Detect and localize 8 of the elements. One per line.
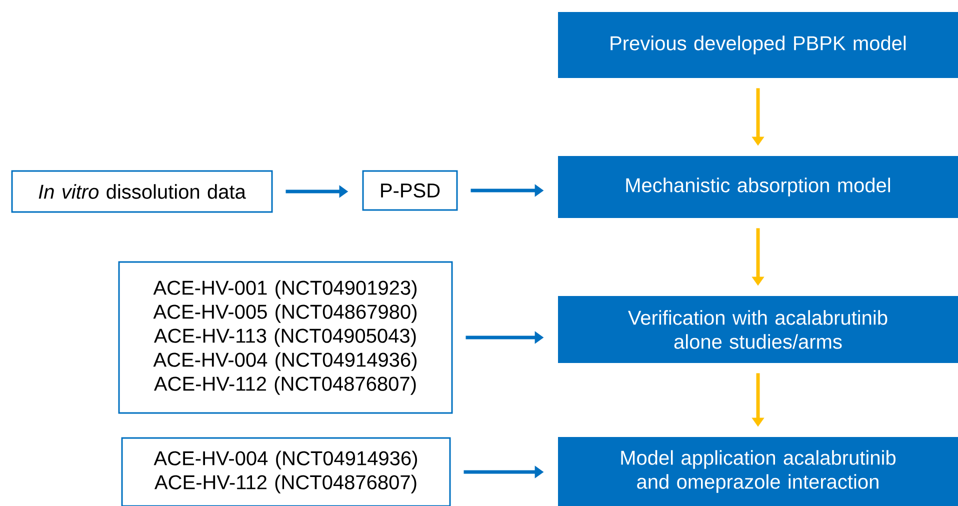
process-box: Mechanistic absorption model [558, 156, 958, 218]
process-box: Verification with acalabrutinib alone studies/arms [558, 296, 958, 363]
data-box: In vitro dissolution data [11, 170, 273, 213]
process-box: Previous developed PBPK model [558, 12, 958, 78]
data-box: P-PSD [362, 170, 458, 211]
data-box: ACE-HV-004 (NCT04914936) ACE-HV-112 (NCT04876807) [121, 437, 451, 506]
data-box: ACE-HV-001 (NCT04901923) ACE-HV-005 (NCT04867980) ACE-HV-113 (NCT04905043) ACE-HV-004 (NCT04914936) ACE-HV-112 (NCT04876807) [118, 261, 453, 414]
process-box: Model application acalabrutinib and omeprazole interaction [558, 437, 958, 506]
